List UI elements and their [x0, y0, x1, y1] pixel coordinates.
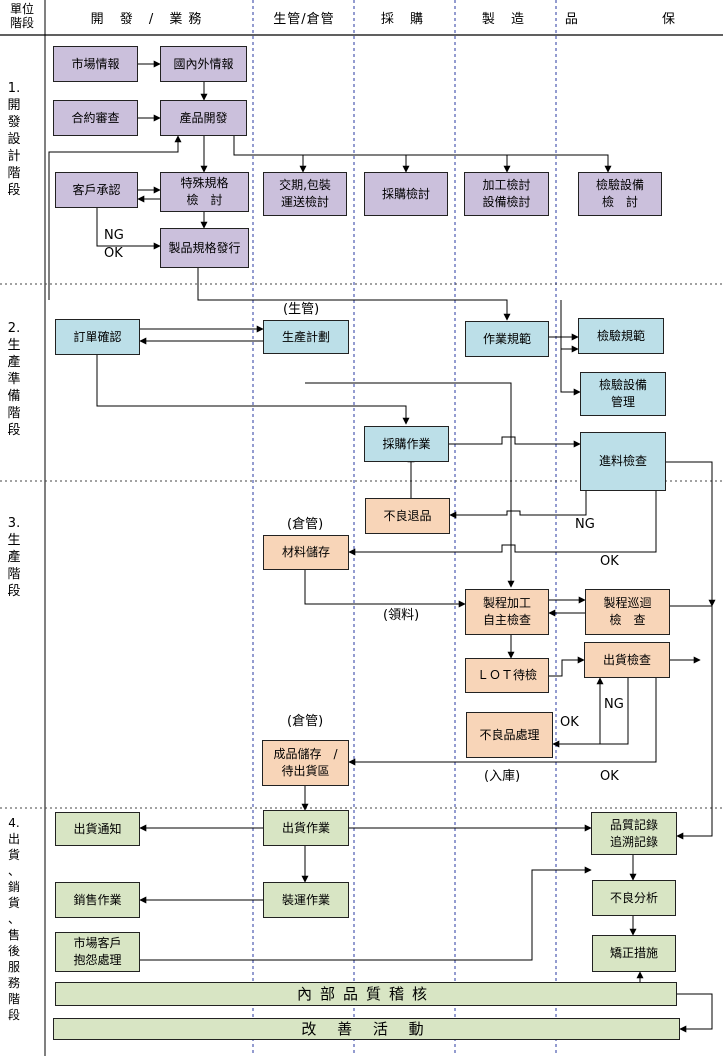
inspection-spec-box: 檢驗規範: [578, 318, 664, 354]
production-plan-box: 生產計劃: [263, 320, 349, 354]
column-header-quality: 品 保: [564, 12, 716, 27]
delivery-packaging-review-box: 交期,包裝 運送檢討: [263, 172, 347, 216]
stage-label-1: 1. 開 發 設 計 階 段: [7, 81, 21, 198]
production-control-label: (生管): [283, 302, 320, 317]
column-header-dev: 開 發 / 業務: [90, 12, 208, 27]
warehouse-label: (倉管): [287, 517, 324, 532]
process-self-check-box: 製程加工 自主檢查: [465, 589, 549, 635]
ok-label: OK: [560, 715, 579, 730]
finished-goods-storage-box: 成品儲存 / 待出貨區: [262, 740, 349, 786]
sales-op-box: 銷售作業: [55, 882, 140, 918]
ng-label: NG: [604, 697, 624, 712]
ok-label: OK: [600, 769, 619, 784]
inspection-equipment-review-box: 檢驗設備 檢 討: [578, 172, 662, 216]
defect-handling-box: 不良品處理: [466, 712, 553, 758]
work-spec-box: 作業規範: [465, 321, 549, 357]
domestic-info-box: 國內外情報: [160, 46, 247, 82]
defect-return-box: 不良退品: [365, 498, 450, 534]
market-info-box: 市場情報: [53, 46, 138, 82]
stage-label-3: 3. 生 產 階 段: [7, 516, 21, 599]
defect-analysis-box: 不良分析: [592, 880, 676, 916]
internal-quality-audit-bar: 內部品質稽核: [55, 982, 677, 1006]
customer-complaint-box: 市場客戶 抱怨處理: [55, 932, 140, 972]
process-equipment-review-box: 加工檢討 設備檢討: [464, 172, 549, 216]
material-requisition-label: (領料): [383, 608, 420, 623]
lot-wait-inspection-box: ＬＯＴ待檢: [465, 658, 549, 693]
product-dev-box: 產品開發: [160, 100, 247, 136]
stage-label-2: 2. 生 產 準 備 階 段: [7, 321, 21, 438]
stage-label-4: 4. 出 貨 、 銷 貨 、 售 後 服 務 階 段: [7, 816, 20, 1022]
shipping-notice-box: 出貨通知: [55, 812, 140, 846]
ok-label: OK: [600, 554, 619, 569]
shipping-op-box: 出貨作業: [263, 810, 349, 846]
column-header-purchasing: 採 購: [380, 12, 430, 27]
purchase-op-box: 採購作業: [364, 426, 449, 462]
column-header-production: 生管/倉管: [273, 12, 335, 27]
purchase-review-box: 採購檢討: [364, 172, 448, 216]
ok-label: OK: [104, 246, 123, 261]
column-header-manufacturing: 製 造: [481, 12, 531, 27]
warehouse-label: (倉管): [287, 714, 324, 729]
material-storage-box: 材料儲存: [263, 535, 349, 570]
special-spec-review-box: 特殊規格 檢 討: [160, 172, 249, 212]
unit-stage-header: 單位 階段: [9, 2, 34, 30]
spec-issue-box: 製品規格發行: [160, 228, 249, 268]
quality-trace-record-box: 品質記錄 追溯記錄: [591, 812, 677, 855]
customer-approval-box: 客戶承認: [55, 172, 138, 208]
ng-label: NG: [575, 517, 595, 532]
improvement-activity-bar: 改 善 活 動: [53, 1018, 680, 1040]
contract-review-box: 合約審查: [53, 100, 138, 136]
warehouse-in-label: (入庫): [484, 769, 521, 784]
ng-label: NG: [104, 228, 124, 243]
inspection-equipment-mgmt-box: 檢驗設備 管理: [580, 372, 666, 416]
shipping-inspection-box: 出貨檢查: [584, 642, 670, 678]
corrective-action-box: 矯正措施: [592, 935, 676, 972]
incoming-inspection-box: 進料檢查: [580, 432, 666, 491]
loading-op-box: 裝運作業: [263, 882, 349, 918]
process-patrol-inspection-box: 製程巡迴 檢 查: [585, 589, 670, 635]
order-confirm-box: 訂單確認: [55, 319, 140, 355]
